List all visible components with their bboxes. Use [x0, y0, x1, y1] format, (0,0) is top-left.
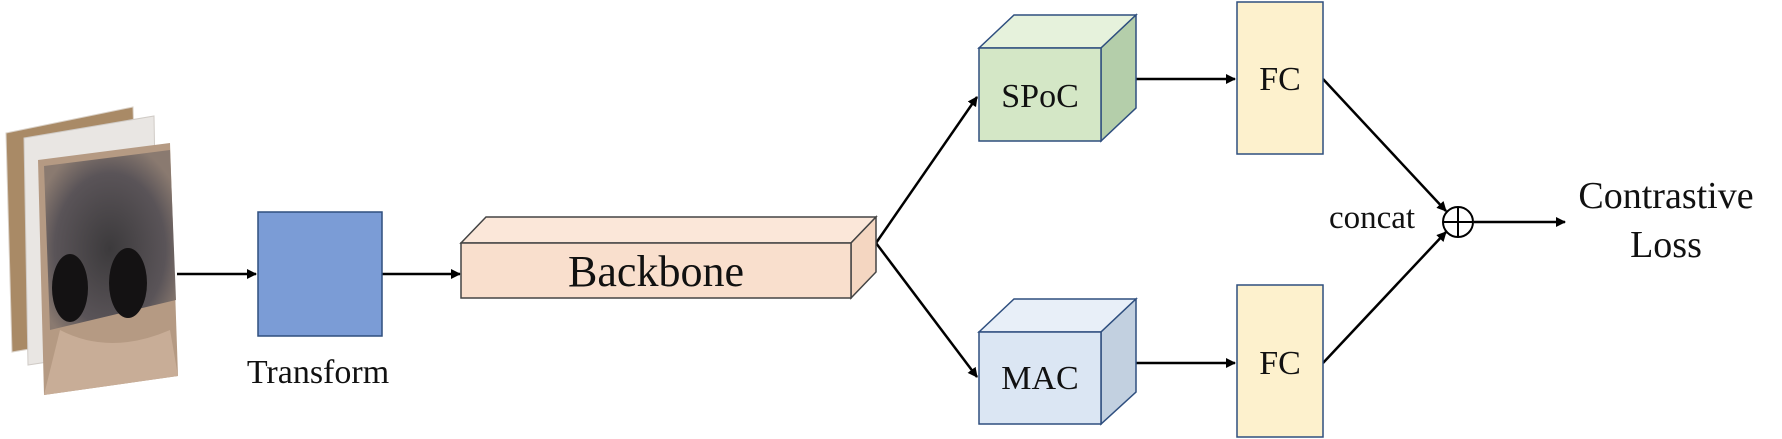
backbone-top-face: [459, 216, 878, 244]
fc-bottom-block: FC: [1236, 284, 1324, 438]
fc-top-box: [1236, 1, 1324, 155]
fc-bottom-label: FC: [1259, 345, 1301, 382]
spoc-block: SPoC: [977, 13, 1138, 143]
fc-bottom-box: [1236, 284, 1324, 438]
loss-label-line2: Loss: [1630, 224, 1702, 266]
backbone-block: Backbone: [459, 215, 878, 300]
input-image-stack: [5, 106, 178, 395]
transform-block: [257, 211, 383, 337]
arrow-backbone-to-spoc: [874, 96, 979, 244]
fc-top-label: FC: [1259, 61, 1301, 98]
input-image-front: [38, 143, 178, 395]
concat-label: concat: [1329, 200, 1415, 236]
spoc-front-face: [978, 47, 1102, 142]
loss-label-line1: Contrastive: [1578, 175, 1753, 217]
fc-top-block: FC: [1236, 1, 1324, 155]
arrow-backbone-to-mac: [875, 242, 978, 378]
transform-label: Transform: [247, 354, 389, 391]
mac-front-face: [978, 331, 1102, 425]
arrow-fc-top-to-merge: [1322, 78, 1447, 212]
circled-plus-icon: [1442, 206, 1474, 238]
spoc-label: SPoC: [1001, 78, 1079, 115]
backbone-label: Backbone: [568, 247, 744, 296]
arrow-fc-bottom-to-merge: [1322, 231, 1447, 364]
mac-label: MAC: [1001, 360, 1078, 397]
backbone-front-face: [460, 242, 852, 299]
mac-block: MAC: [977, 297, 1138, 426]
